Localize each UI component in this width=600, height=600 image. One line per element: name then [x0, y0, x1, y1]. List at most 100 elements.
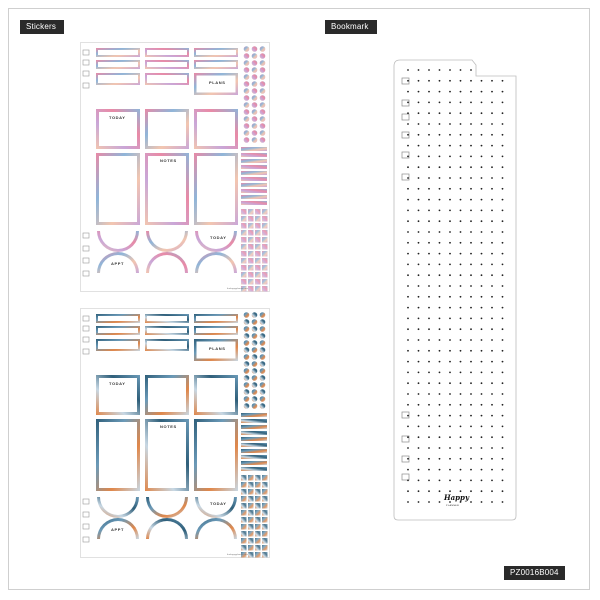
grid-dot — [417, 90, 420, 93]
grid-dot — [470, 123, 472, 125]
grid-dot — [417, 403, 420, 406]
grid-dot — [438, 209, 441, 212]
grid-dot — [480, 306, 483, 309]
square-sticker — [262, 496, 268, 502]
grid-dot — [501, 144, 504, 147]
dot-sticker — [243, 109, 250, 115]
square-sticker — [241, 209, 247, 215]
dot-sticker — [243, 74, 250, 80]
square-sticker — [262, 251, 268, 257]
dot-sticker — [259, 102, 266, 108]
grid-dot — [407, 295, 409, 298]
grid-dot — [407, 490, 409, 493]
dot-sticker — [259, 109, 266, 115]
grid-dot — [470, 339, 472, 341]
binder-hole — [82, 70, 90, 77]
grid-dot — [428, 231, 430, 233]
grid-dot — [428, 447, 430, 449]
grid-dot — [417, 263, 420, 266]
frame-sticker — [96, 339, 140, 351]
grid-dot — [480, 414, 483, 417]
square-sticker — [241, 223, 247, 229]
grid-dot — [470, 209, 472, 212]
square-sticker — [255, 489, 261, 495]
dot-sticker — [251, 361, 258, 367]
grid-dot — [428, 306, 430, 309]
grid-dot — [438, 295, 441, 298]
square-sticker — [255, 209, 261, 215]
grid-dot — [491, 436, 493, 439]
grid-dot — [428, 425, 430, 428]
dot-sticker — [251, 312, 258, 318]
caption-today: TODAY — [210, 501, 227, 506]
dot-sticker — [259, 116, 266, 122]
dot-sticker — [251, 95, 258, 101]
grid-dot — [438, 274, 441, 277]
grid-dot — [470, 479, 472, 482]
binder-hole — [82, 536, 90, 543]
grid-dot — [480, 479, 483, 482]
grid-dot — [470, 198, 472, 201]
grid-dot — [459, 479, 462, 482]
binder-hole — [82, 336, 90, 343]
square-sticker — [255, 251, 261, 257]
strip-sticker — [241, 189, 267, 193]
square-sticker — [248, 545, 254, 551]
grid-dot — [491, 382, 493, 385]
grid-dot — [480, 382, 483, 385]
dot-sticker — [251, 123, 258, 129]
grid-dot — [428, 328, 430, 331]
binder-hole — [401, 99, 410, 107]
dot-sticker — [243, 46, 250, 52]
dot-sticker — [259, 95, 266, 101]
grid-dot — [491, 339, 493, 341]
dot-sticker — [259, 81, 266, 87]
frame-sticker — [96, 326, 140, 335]
grid-dot — [491, 144, 493, 147]
grid-dot — [449, 306, 451, 309]
grid-dot — [407, 468, 409, 471]
grid-dot — [501, 479, 504, 482]
grid-dot — [438, 177, 441, 179]
grid-dot — [428, 220, 430, 223]
grid-dot — [438, 90, 441, 93]
grid-dot — [470, 393, 472, 395]
brand-logo-sub: PLANNER — [446, 504, 459, 507]
grid-dot — [470, 403, 472, 406]
grid-dot — [459, 285, 462, 287]
frame-sticker — [194, 153, 238, 225]
square-sticker — [248, 223, 254, 229]
sheet-footnote: thehappyplanner.com — [227, 287, 248, 290]
grid-dot — [428, 393, 430, 395]
square-sticker — [262, 230, 268, 236]
grid-dot — [438, 112, 441, 115]
strip-sticker — [241, 449, 267, 453]
grid-dot — [501, 263, 504, 266]
grid-dot — [407, 252, 409, 255]
grid-dot — [501, 285, 504, 287]
dot-sticker — [243, 375, 250, 381]
grid-dot — [480, 339, 483, 341]
grid-dot — [417, 490, 420, 493]
grid-dot — [417, 155, 420, 158]
grid-dot — [428, 90, 430, 93]
grid-dot — [459, 252, 462, 255]
grid-dot — [407, 425, 409, 428]
grid-dot — [480, 209, 483, 212]
square-sticker — [262, 482, 268, 488]
grid-dot — [438, 187, 441, 190]
square-sticker — [248, 510, 254, 516]
caption-notes: NOTES — [160, 158, 177, 163]
grid-dot — [417, 166, 420, 169]
grid-dot — [501, 274, 504, 277]
frame-sticker — [145, 326, 189, 335]
grid-dot — [438, 447, 441, 449]
product-code: PZ0016B004 — [510, 568, 559, 577]
grid-dot — [459, 177, 462, 179]
square-sticker — [241, 531, 247, 537]
grid-dot — [491, 252, 493, 255]
frame-sticker — [194, 48, 238, 57]
grid-dot — [417, 468, 420, 471]
square-sticker — [262, 531, 268, 537]
grid-dot — [438, 144, 441, 147]
